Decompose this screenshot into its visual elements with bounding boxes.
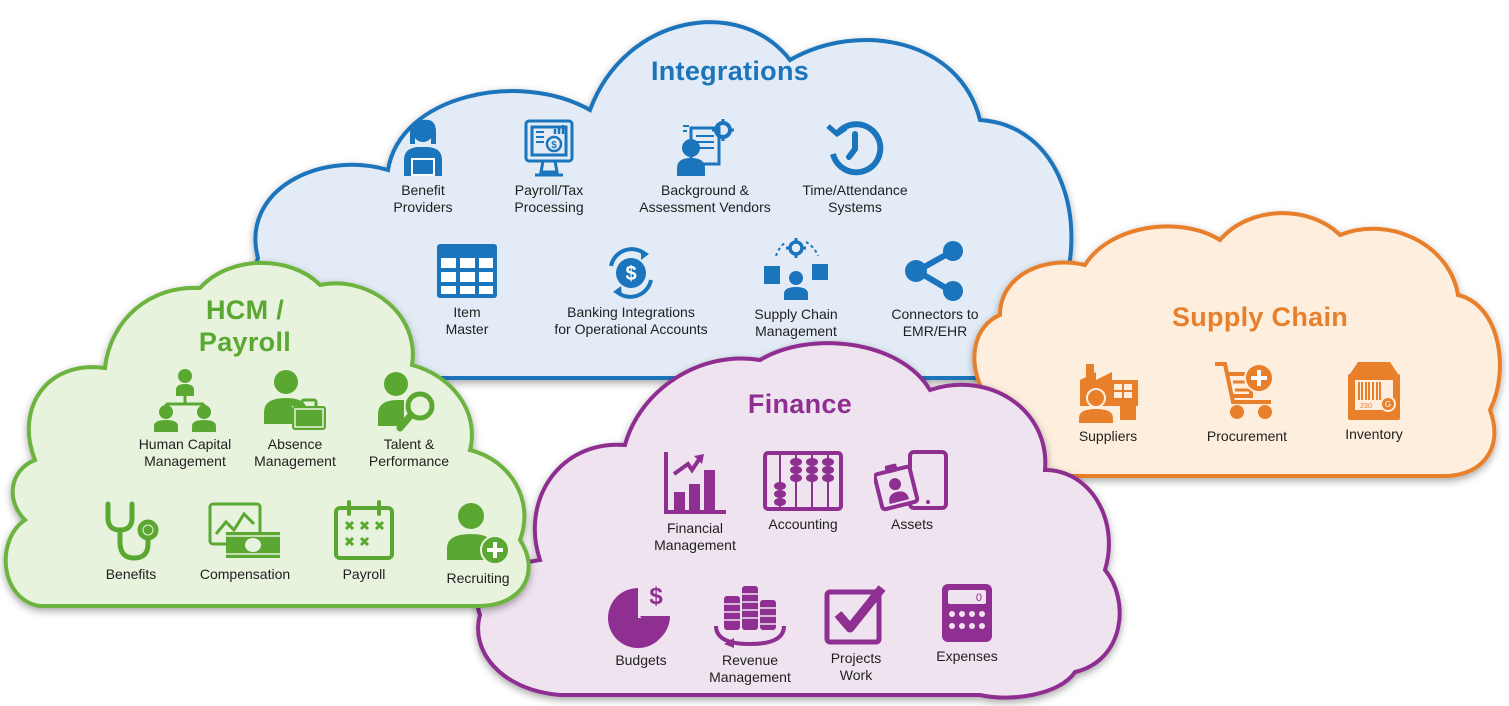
finance-item-financial-mgmt: Financial Management (600, 450, 790, 554)
hcm-item-payroll: Payroll (269, 500, 459, 583)
cart-add-icon (1215, 362, 1274, 419)
person-suitcase-icon (264, 370, 326, 430)
factory-icon (1077, 364, 1138, 424)
svg-text:$: $ (649, 583, 663, 610)
coins-cycle-icon (714, 586, 786, 648)
item-label: Absence Management (254, 436, 336, 469)
supply-item-procurement: Procurement (1152, 358, 1342, 445)
finance-item-budgets: $ Budgets (546, 582, 736, 669)
id-tablet-icon (874, 450, 948, 512)
supply-network-icon (764, 238, 828, 300)
stethoscope-icon (105, 501, 159, 561)
finance-item-projects: Projects Work (761, 584, 951, 684)
item-label: Item Master (445, 304, 489, 337)
clock-icon (826, 121, 884, 176)
item-label: Procurement (1206, 428, 1288, 444)
item-label: Payroll/Tax Processing (514, 182, 584, 215)
svg-text:230: 230 (1360, 403, 1372, 410)
integrations-item-banking: $ Banking Integrations for Operational A… (536, 246, 726, 338)
bar-growth-icon (664, 452, 726, 514)
integrations-item-benefit-providers: Benefit Providers (328, 118, 518, 216)
person-laptop-icon (404, 119, 442, 176)
svg-text:G: G (1385, 400, 1391, 409)
hcm-item-absence: Absence Management (200, 368, 390, 470)
abacus-icon (763, 451, 843, 511)
checkbox-icon (824, 585, 886, 645)
barcode-box-icon: 230 G (1348, 362, 1400, 420)
pie-dollar-icon: $ (608, 583, 670, 648)
money-chart-icon (208, 502, 280, 558)
item-label: Recruiting (446, 570, 510, 586)
dollar-cycle-icon: $ (609, 247, 653, 299)
svg-text:$: $ (625, 263, 636, 285)
finance-item-assets: Assets (817, 450, 1007, 533)
hcm-item-human-capital: Human Capital Management (90, 368, 280, 470)
integrations-item-connectors: Connectors to EMR/EHR (840, 240, 1030, 340)
calculator-icon: 0 (942, 584, 992, 642)
finance-item-expenses: 0 Expenses (872, 582, 1062, 665)
item-label: Assets (890, 516, 933, 532)
integrations-title: Integrations (650, 56, 810, 86)
item-label: Human Capital Management (138, 436, 232, 469)
background-check-icon (677, 119, 734, 176)
item-label: Banking Integrations for Operational Acc… (554, 304, 708, 337)
integrations-item-background: Background & Assessment Vendors (610, 118, 800, 216)
integrations-item-supply-chain-mgmt: Supply Chain Management (701, 236, 891, 340)
org-chart-icon (154, 369, 216, 432)
hcm-item-benefits: Benefits (36, 500, 226, 583)
item-label: Supply Chain Management (754, 306, 838, 339)
integrations-item-time-attendance: Time/Attendance Systems (760, 118, 950, 216)
hcm-title: HCM / Payroll (198, 295, 292, 357)
item-label: Suppliers (1078, 428, 1138, 444)
item-label: Talent & Performance (368, 436, 450, 469)
payroll-monitor-icon: $ (524, 119, 574, 177)
item-label: Expenses (936, 648, 998, 664)
item-label: Compensation (199, 566, 291, 582)
item-label: Accounting (768, 516, 838, 532)
item-label: Background & Assessment Vendors (639, 182, 771, 215)
hcm-item-compensation: Compensation (150, 500, 340, 583)
item-label: Benefit Providers (393, 182, 453, 215)
item-label: Benefits (105, 566, 157, 582)
item-label: Financial Management (654, 520, 736, 553)
person-add-icon (447, 503, 510, 565)
item-label: Time/Attendance Systems (802, 182, 908, 215)
item-label: Revenue Management (709, 652, 791, 685)
item-label: Budgets (615, 652, 667, 668)
finance-item-revenue: Revenue Management (655, 582, 845, 686)
hcm-item-talent: Talent & Performance (314, 370, 504, 470)
finance-title: Finance (747, 389, 853, 419)
share-icon (905, 241, 963, 301)
supply-title: Supply Chain (1171, 302, 1349, 332)
svg-text:0: 0 (976, 592, 982, 604)
person-search-icon (378, 372, 435, 432)
hcm-item-recruiting: Recruiting (383, 500, 573, 587)
item-label: Connectors to EMR/EHR (891, 306, 979, 339)
item-label: Inventory (1345, 426, 1403, 442)
item-label: Projects Work (830, 650, 882, 683)
supply-item-inventory: 230 G Inventory (1279, 360, 1469, 443)
svg-text:$: $ (551, 140, 557, 151)
table-grid-icon (437, 244, 497, 298)
item-label: Payroll (342, 566, 386, 582)
calendar-icon (334, 500, 394, 560)
hcm-cloud (3, 260, 531, 608)
integrations-item-item-master: Item Master (372, 242, 562, 338)
supply-item-suppliers: Suppliers (1013, 360, 1203, 445)
finance-item-accounting: Accounting (708, 450, 898, 533)
integrations-item-payroll-tax: $ Payroll/Tax Processing (454, 118, 644, 216)
